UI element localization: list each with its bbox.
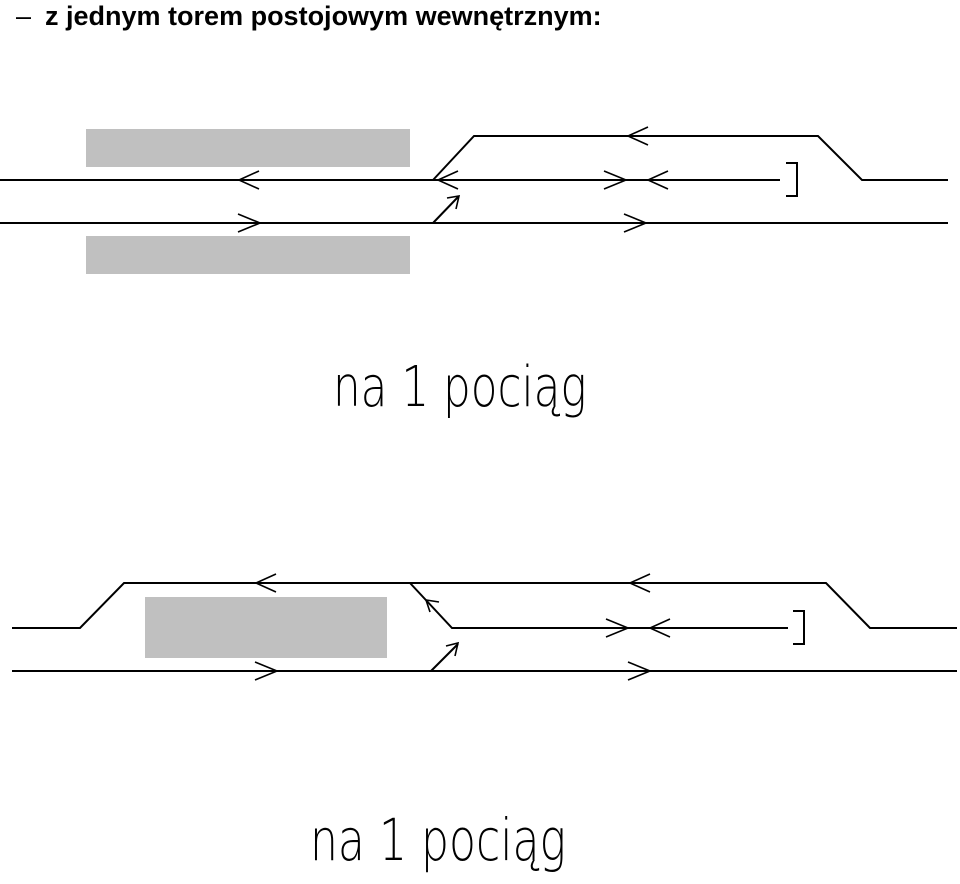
caption-1: na 1 pociąg: [333, 355, 587, 420]
arrow-left-2b: [628, 573, 651, 593]
siding-track-2: [409, 582, 788, 629]
platform-1-lower: [86, 236, 410, 274]
arrow-right-2b: [254, 661, 280, 681]
heading-text: z jednym torem postojowym wewnętrznym:: [45, 1, 602, 31]
arrow-left-1b: [626, 126, 649, 146]
buffer-stop-2: [793, 610, 805, 645]
arrow-right-2c: [627, 661, 653, 681]
arrow-diag-1: [446, 195, 461, 210]
platform-1-upper: [86, 129, 410, 167]
arrow-right-1a: [237, 213, 263, 233]
crossover-1: [432, 196, 459, 224]
arrow-diag-2a: [445, 641, 460, 657]
crossover-2: [430, 643, 459, 672]
track-layout-1: [0, 126, 948, 274]
section-heading: –z jednym torem postojowym wewnętrznym:: [16, 0, 602, 32]
arrow-left-1c: [436, 170, 459, 190]
arrow-left-2c: [648, 618, 671, 638]
arrow-left-2a: [254, 573, 277, 593]
buffer-stop-1: [786, 162, 798, 197]
arrow-right-1c: [623, 213, 649, 233]
loop-track-2: [12, 582, 957, 629]
arrow-right-2a: [605, 618, 631, 638]
arrow-left-1a: [237, 170, 260, 190]
platform-2: [145, 597, 387, 658]
arrow-left-1d: [646, 170, 669, 190]
arrow-right-1b: [603, 170, 629, 190]
track-layout-2: [12, 573, 957, 681]
loop-track-1: [432, 135, 948, 181]
heading-dash: –: [16, 1, 32, 31]
arrow-diag-2b: [424, 599, 440, 613]
caption-2: na 1 pociąg: [310, 806, 566, 874]
